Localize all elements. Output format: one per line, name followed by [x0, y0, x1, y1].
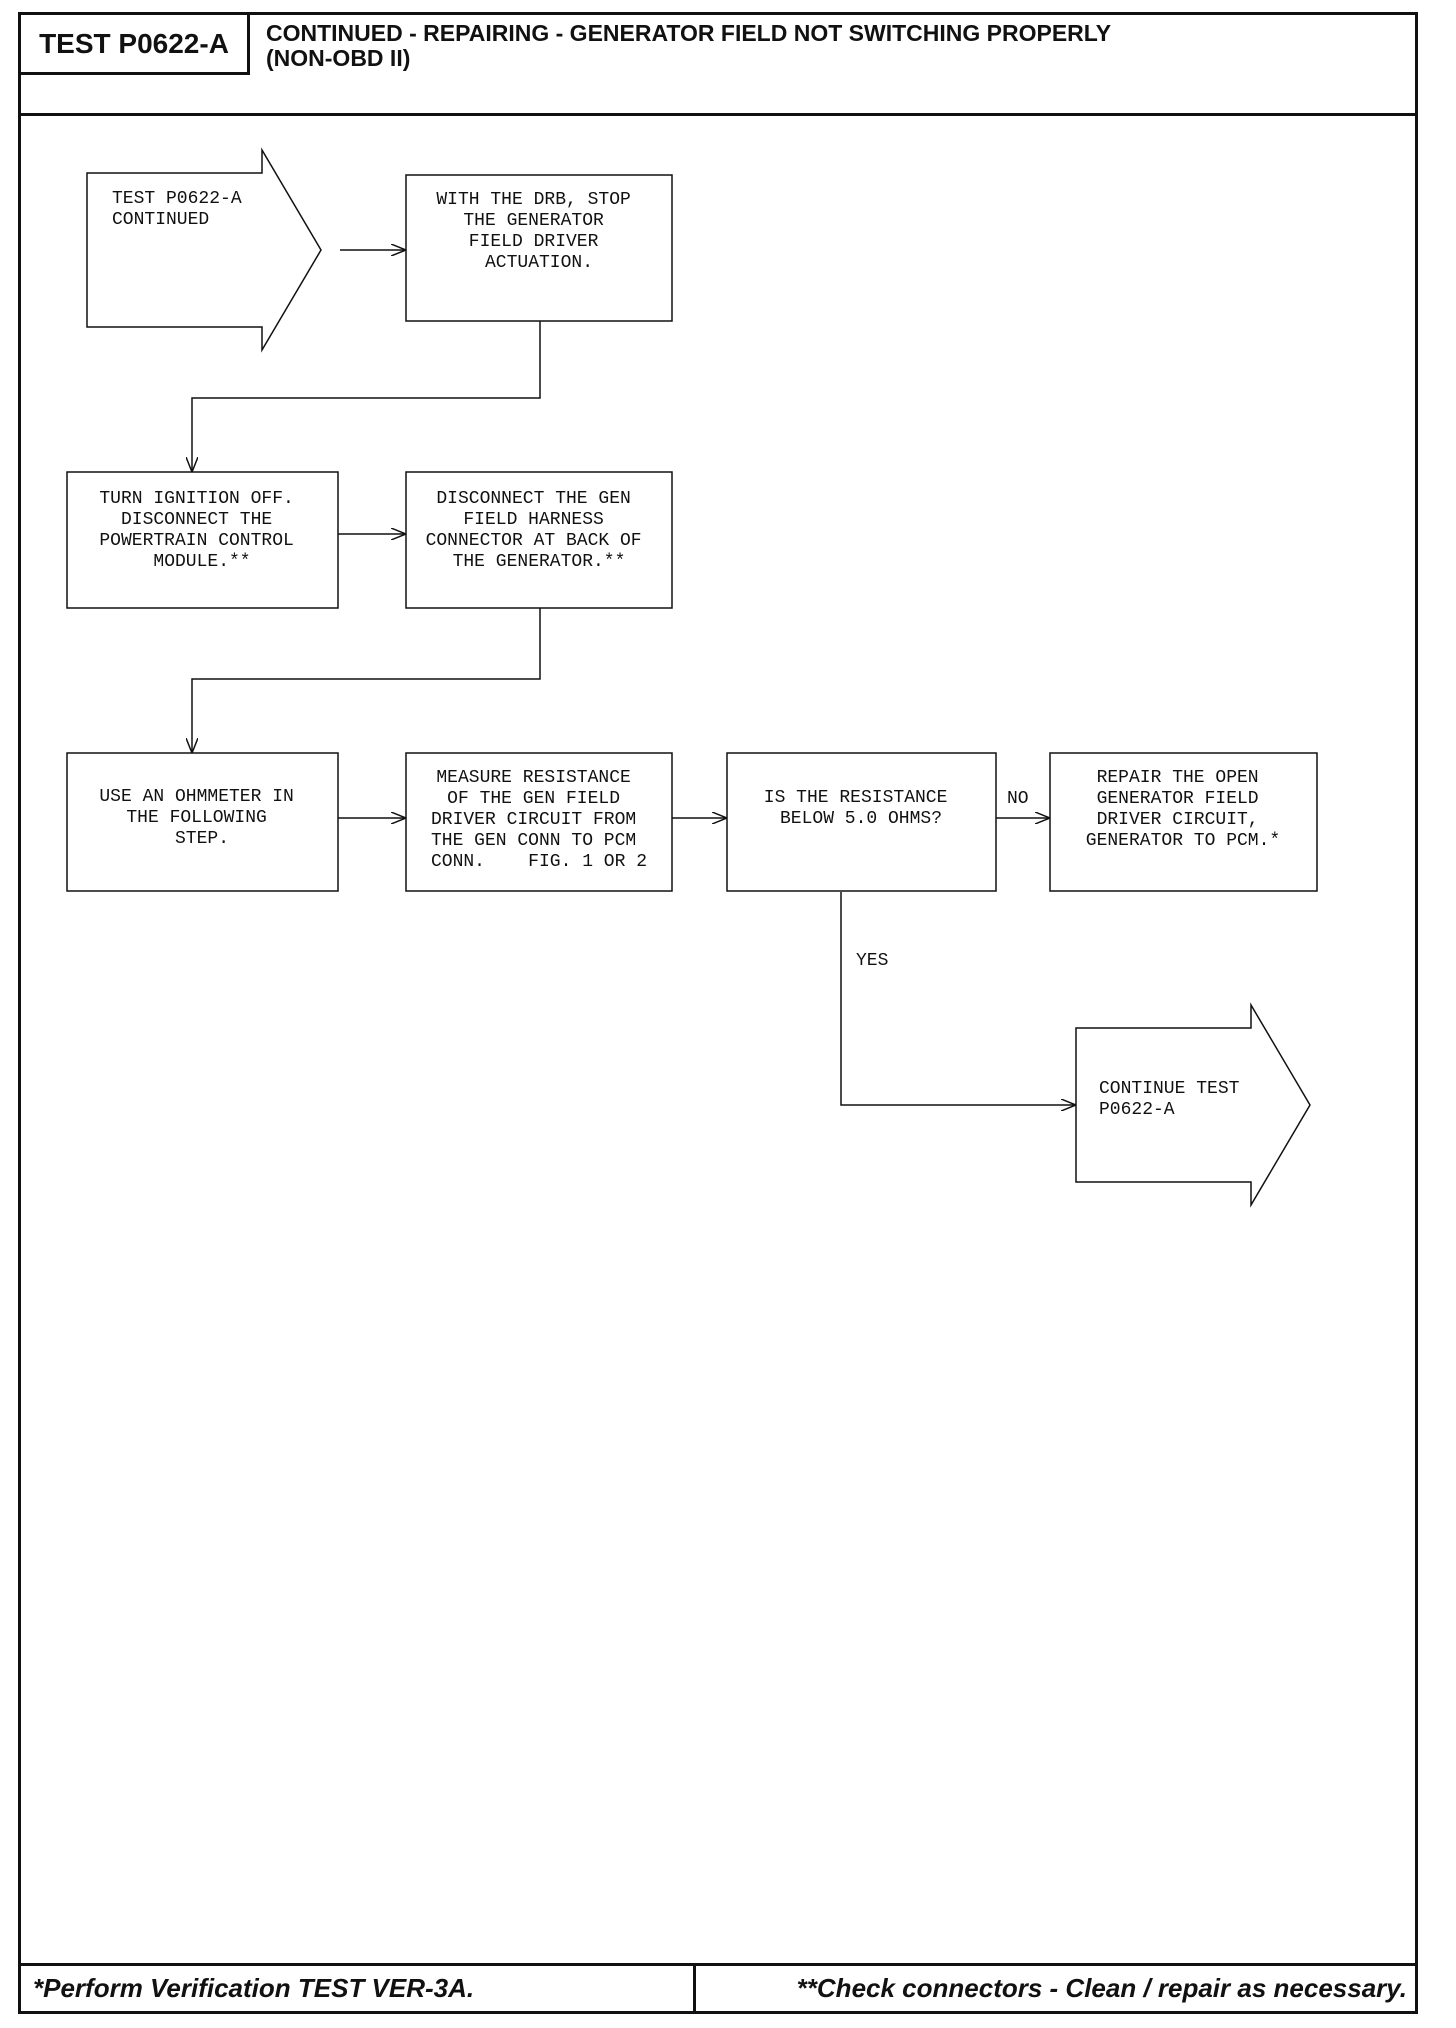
edge-label-no: NO: [1007, 789, 1029, 809]
ohmmeter-node: USE AN OHMMETER IN THE FOLLOWING STEP.: [66, 752, 339, 892]
edge-label-yes: YES: [856, 951, 888, 971]
svg-text:IS THE RESISTANCE BELO: IS THE RESISTANCE BELOW 5.0 OHMS?: [764, 788, 958, 829]
start-node-text: TEST P0622-A CONTINUED: [112, 189, 252, 230]
page-footer: *Perform Verification TEST VER-3A. **Che…: [21, 1963, 1415, 2011]
start-node: TEST P0622-A CONTINUED: [86, 147, 322, 353]
footer-note-connectors: **Check connectors - Clean / repair as n…: [796, 1973, 1407, 2003]
edge-decision-yes: [840, 892, 1076, 1105]
continue-node: CONTINUE TEST P0622-A: [1075, 1002, 1311, 1208]
stop-actuation-node: WITH THE DRB, STOP THE GENERATOR FIELD D…: [405, 174, 673, 322]
svg-text:DISCONNECT THE GEN FIE: DISCONNECT THE GEN FIELD HARNESS CONNECT…: [426, 489, 653, 572]
svg-text:CONTINUE TEST P0622-A: CONTINUE TEST P0622-A: [1099, 1079, 1250, 1120]
disconnect-generator-node: DISCONNECT THE GEN FIELD HARNESS CONNECT…: [405, 471, 673, 609]
footer-note-verification: *Perform Verification TEST VER-3A.: [21, 1966, 696, 2011]
svg-text:WITH THE DRB, STOP THE: WITH THE DRB, STOP THE GENERATOR FIELD D…: [436, 190, 641, 273]
svg-text:MEASURE RESISTANCE OF: MEASURE RESISTANCE OF THE GEN FIELD DRIV…: [431, 768, 647, 872]
test-id-label: TEST P0622-A: [21, 15, 250, 75]
page-header: TEST P0622-A CONTINUED - REPAIRING - GEN…: [21, 15, 1415, 116]
edge-disconnect-to-ohmmeter: [192, 608, 541, 753]
ignition-off-node: TURN IGNITION OFF. DISCONNECT THE POWERT…: [66, 471, 339, 609]
edge-stop-to-ignition: [192, 321, 541, 472]
measure-resistance-node: MEASURE RESISTANCE OF THE GEN FIELD DRIV…: [405, 752, 673, 892]
diagnostic-page: TEST P0622-A CONTINUED - REPAIRING - GEN…: [18, 12, 1418, 2014]
svg-text:TURN IGNITION OFF. DIS: TURN IGNITION OFF. DISCONNECT THE POWERT…: [99, 489, 304, 572]
resistance-decision-node: IS THE RESISTANCE BELOW 5.0 OHMS?: [726, 752, 997, 892]
svg-text:REPAIR THE OPEN GENERA: REPAIR THE OPEN GENERATOR FIELD DRIVER C…: [1086, 768, 1280, 851]
repair-circuit-node: REPAIR THE OPEN GENERATOR FIELD DRIVER C…: [1049, 752, 1318, 892]
connectors: [192, 250, 1076, 1105]
page-title: CONTINUED - REPAIRING - GENERATOR FIELD …: [266, 20, 1112, 71]
flowchart: TEST P0622-A CONTINUED WITH THE DRB, STO…: [66, 147, 1318, 1208]
svg-text:USE AN OHMMETER IN THE: USE AN OHMMETER IN THE FOLLOWING STEP.: [99, 787, 304, 849]
